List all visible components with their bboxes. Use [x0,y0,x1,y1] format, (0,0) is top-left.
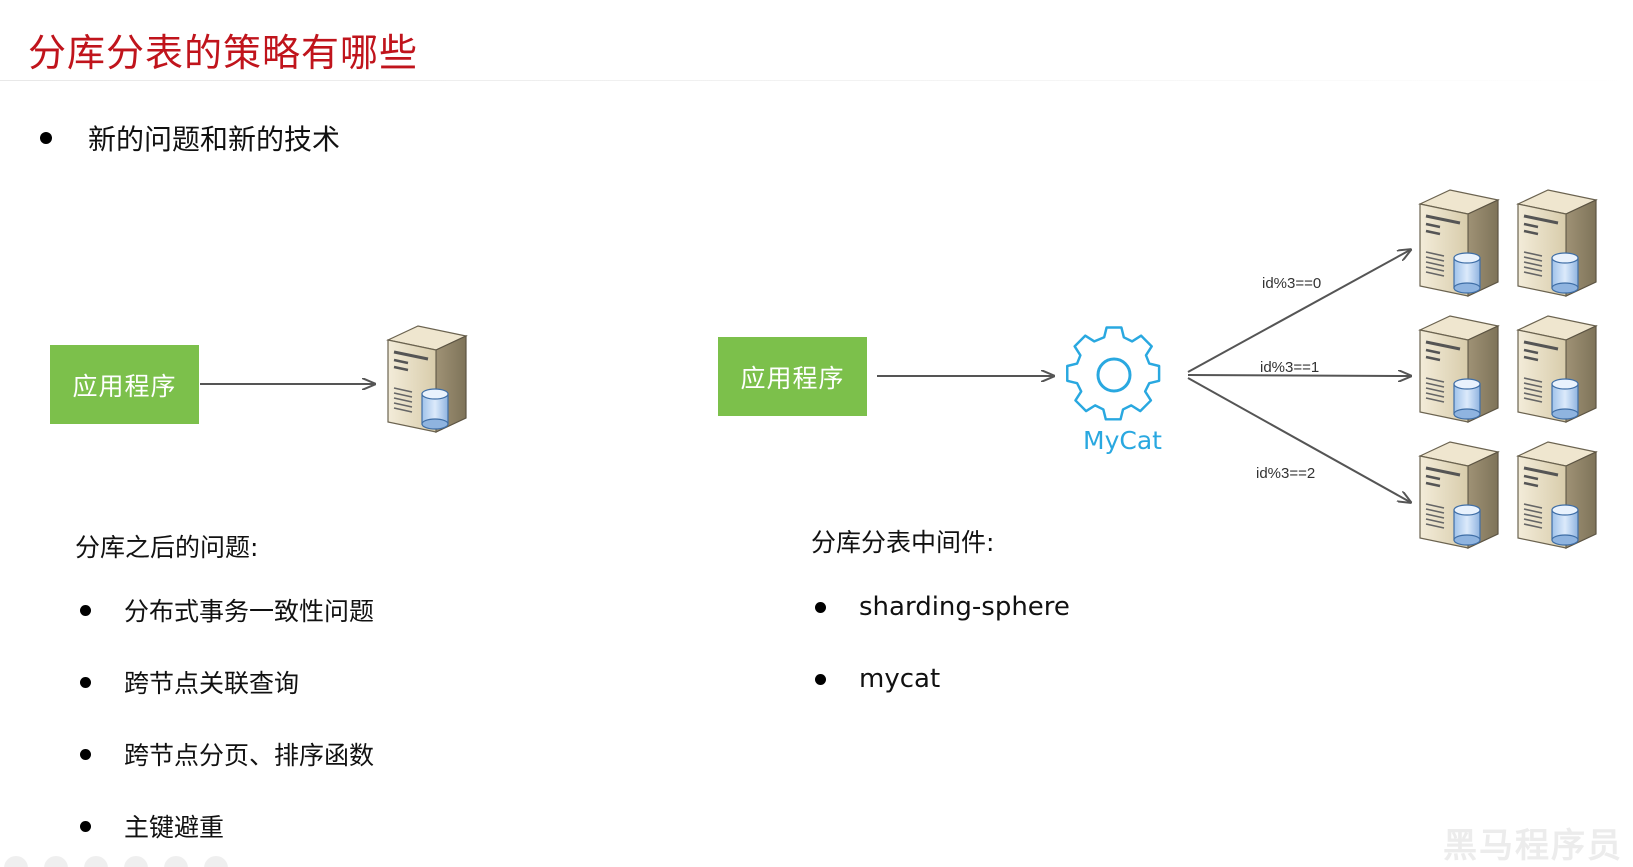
slide-nav-dots [0,856,260,867]
bullet-dot-icon [80,820,91,832]
route-label-1: id%3==1 [1260,359,1320,376]
route-label-2: id%3==2 [1256,465,1316,482]
arrow-route-0 [1187,250,1410,373]
bullet-dot-icon [80,676,91,688]
arrow-route-2 [1187,377,1410,502]
list-item-text: 跨节点分页、排序函数 [124,741,375,770]
middleware-list: sharding-sphere mycat [815,571,1070,715]
database-server-icon [1418,314,1500,424]
nav-dot [4,856,28,867]
bullet-dot-icon [40,132,52,144]
list-item: mycat [815,643,1070,715]
nav-dot [84,856,108,867]
route-label-0: id%3==0 [1262,275,1322,292]
list-item-text: 主键避重 [124,813,225,842]
nav-dot [164,856,188,867]
main-bullet-text: 新的问题和新的技术 [88,123,341,156]
list-item-text: mycat [859,664,941,694]
list-item: 跨节点分页、排序函数 [80,718,374,790]
arrow-route-1 [1187,375,1410,376]
left-issue-list: 分布式事务一致性问题 跨节点关联查询 跨节点分页、排序函数 主键避重 [80,574,374,862]
bullet-dot-icon [815,673,826,685]
app-box-right: 应用程序 [718,337,867,416]
list-item: 跨节点关联查询 [80,646,374,718]
mycat-label: MyCat [1083,426,1162,455]
main-bullet: 新的问题和新的技术 [40,118,340,158]
database-server-icon [1418,440,1500,550]
list-item: sharding-sphere [815,571,1070,643]
database-server-icon [386,324,468,434]
left-section-heading: 分库之后的问题: [75,533,259,562]
bullet-dot-icon [815,601,826,613]
nav-dot [44,856,68,867]
title-divider [0,80,1633,81]
list-item-text: 跨节点关联查询 [124,669,300,698]
page-title: 分库分表的策略有哪些 [28,31,419,75]
database-server-icon [1516,314,1598,424]
list-item-text: sharding-sphere [859,592,1070,622]
nav-dot [204,856,228,867]
bullet-dot-icon [80,748,91,760]
mycat-gear-icon [1066,326,1161,421]
database-server-icon [1516,188,1598,298]
list-item: 主键避重 [80,790,374,862]
list-item-text: 分布式事务一致性问题 [124,597,375,626]
right-section-heading: 分库分表中间件: [811,528,995,557]
database-server-icon [1516,440,1598,550]
database-server-icon [1418,188,1500,298]
app-box-left: 应用程序 [50,345,199,424]
watermark: 黑马程序员 [1443,826,1623,866]
list-item: 分布式事务一致性问题 [80,574,374,646]
bullet-dot-icon [80,604,91,616]
nav-dot [124,856,148,867]
